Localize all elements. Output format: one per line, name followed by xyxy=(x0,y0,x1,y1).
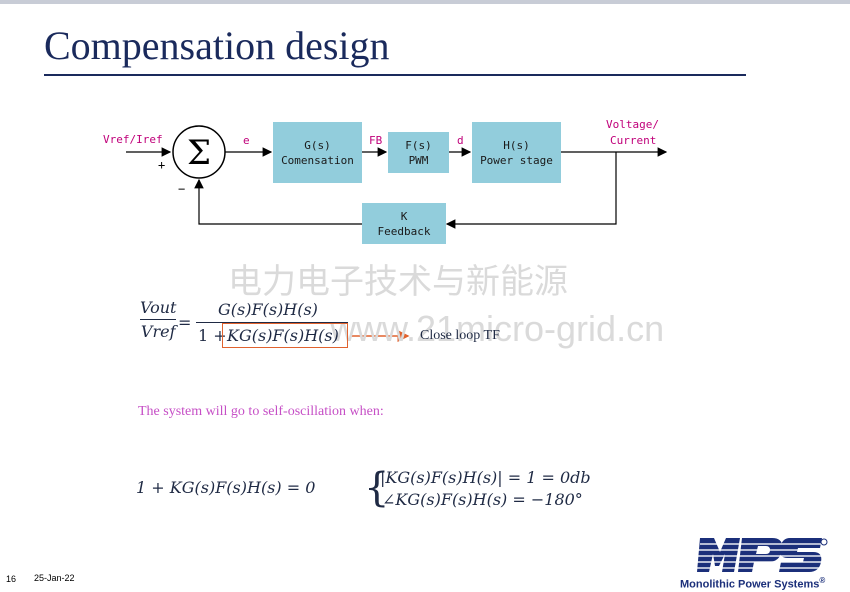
oscillation-condition: 1 + KG(s)F(s)H(s) = 0 xyxy=(136,478,316,497)
registered-mark: ® xyxy=(819,576,826,585)
close-loop-tf-label: Close loop TF xyxy=(420,328,500,343)
company-name-text: Monolithic Power Systems xyxy=(680,578,820,591)
power-stage-block-title: H(s) xyxy=(503,138,530,152)
tf-lhs-fraction: Vout Vref xyxy=(140,298,177,341)
company-name: Monolithic Power Systems® xyxy=(680,576,825,591)
feedback-block: K Feedback xyxy=(362,203,446,244)
feedback-arrow-in xyxy=(445,152,617,229)
slide-date: 25-Jan-22 xyxy=(34,573,75,583)
watermark-chinese: 电力电子技术与新能源 xyxy=(228,263,568,301)
signal-e-label: e xyxy=(243,134,250,147)
compensation-block: G(s) Comensation xyxy=(273,122,362,183)
watermark-url: www.21micro-grid.cn xyxy=(330,308,665,349)
compensation-block-title: G(s) xyxy=(304,138,331,152)
page-number: 16 xyxy=(6,574,17,584)
tf-rhs-bar xyxy=(196,322,348,323)
plus-sign: + xyxy=(158,158,166,172)
tf-equals: = xyxy=(178,313,192,332)
tf-lhs-numerator: Vout xyxy=(140,298,177,317)
summing-symbol: Σ xyxy=(186,133,212,173)
signal-d-label: d xyxy=(457,134,464,147)
condition-brace: { xyxy=(364,465,390,511)
feedback-block-subtitle: Feedback xyxy=(377,224,431,238)
compensation-block-subtitle: Comensation xyxy=(281,153,354,167)
signal-fb-label: FB xyxy=(369,134,383,147)
tf-rhs-numerator: G(s)F(s)H(s) xyxy=(218,300,318,319)
power-stage-block: H(s) Power stage xyxy=(472,122,561,183)
tf-lhs-denominator: Vref xyxy=(140,322,176,341)
input-label: Vref/Iref xyxy=(103,133,163,146)
pwm-block: F(s) PWM xyxy=(388,132,449,173)
top-border xyxy=(0,0,850,4)
tf-lhs-bar xyxy=(140,319,177,320)
pwm-block-subtitle: PWM xyxy=(408,153,429,167)
slide-title: Compensation design xyxy=(44,23,390,68)
phase-condition: ∠KG(s)F(s)H(s) = −180° xyxy=(382,490,583,509)
oscillation-note: The system will go to self-oscillation w… xyxy=(138,404,384,419)
mps-logo xyxy=(692,538,828,572)
loop-gain-highlight xyxy=(222,323,348,348)
title-underline xyxy=(44,74,746,76)
minus-sign: − xyxy=(178,182,186,196)
power-stage-block-subtitle: Power stage xyxy=(480,153,553,167)
pwm-block-title: F(s) xyxy=(405,138,432,152)
tf-rhs-den-highlight: KG(s)F(s)H(s) xyxy=(227,326,339,345)
feedback-block-title: K xyxy=(400,209,408,223)
output-label-line1: Voltage/ xyxy=(606,118,659,131)
tf-rhs-den-prefix: 1 + xyxy=(198,326,227,345)
feedback-arrow-out xyxy=(194,178,362,225)
output-label-line2: Current xyxy=(610,134,657,147)
magnitude-condition: |KG(s)F(s)H(s)| = 1 = 0db xyxy=(380,468,591,487)
